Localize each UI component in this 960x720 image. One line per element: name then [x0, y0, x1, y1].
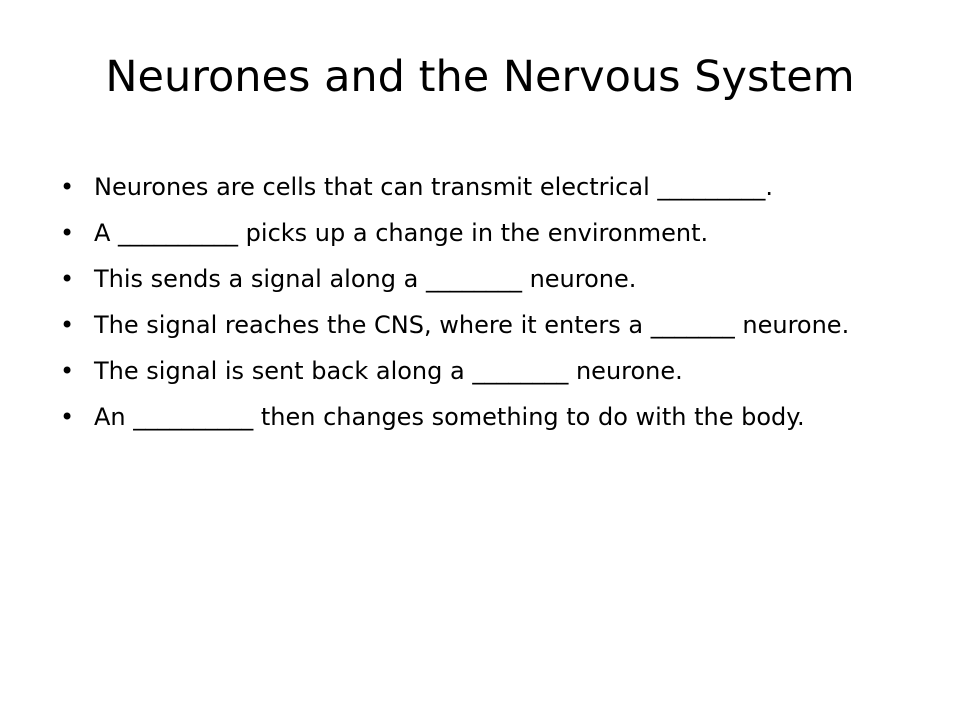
bullet-item: • This sends a signal along a ________ n… — [60, 264, 920, 295]
bullet-text: The signal is sent back along a ________… — [94, 357, 683, 385]
bullet-text: This sends a signal along a ________ neu… — [94, 265, 637, 293]
bullet-list: • Neurones are cells that can transmit e… — [60, 172, 920, 448]
bullet-marker: • — [60, 265, 75, 293]
bullet-text: A __________ picks up a change in the en… — [94, 219, 709, 247]
bullet-item: • An __________ then changes something t… — [60, 402, 920, 433]
bullet-marker: • — [60, 403, 75, 431]
bullet-item: • The signal reaches the CNS, where it e… — [60, 310, 920, 341]
bullet-text: The signal reaches the CNS, where it ent… — [94, 311, 850, 339]
bullet-item: • Neurones are cells that can transmit e… — [60, 172, 920, 203]
bullet-marker: • — [60, 219, 75, 247]
bullet-item: • The signal is sent back along a ______… — [60, 356, 920, 387]
bullet-text: An __________ then changes something to … — [94, 403, 805, 431]
bullet-item: • A __________ picks up a change in the … — [60, 218, 920, 249]
bullet-marker: • — [60, 311, 75, 339]
bullet-marker: • — [60, 173, 75, 201]
bullet-marker: • — [60, 357, 75, 385]
bullet-text: Neurones are cells that can transmit ele… — [94, 173, 773, 201]
slide-title: Neurones and the Nervous System — [105, 52, 855, 102]
